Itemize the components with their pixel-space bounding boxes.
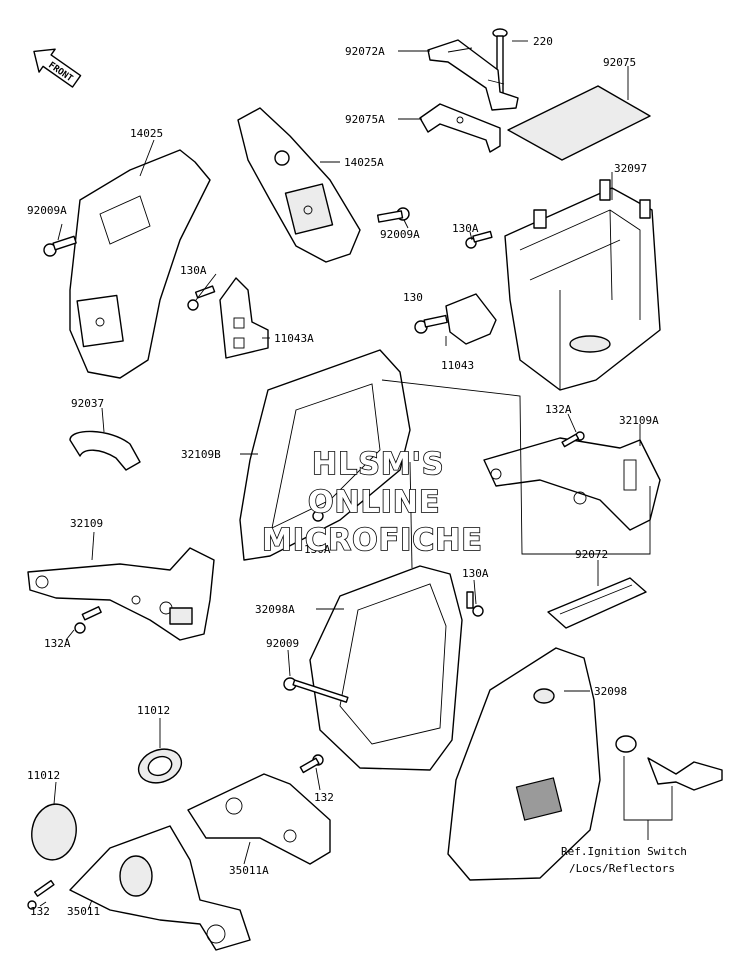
label-132-left: 132 <box>30 905 50 918</box>
battery-tray-32097 <box>504 179 661 391</box>
label-130a-case: 130A <box>462 567 489 580</box>
label-130a-battery: 130A <box>452 222 479 235</box>
label-132a-right: 132A <box>545 403 572 416</box>
watermark-line2: ONLINE <box>308 485 441 520</box>
bracket-35011 <box>69 825 251 951</box>
label-92009: 92009 <box>266 637 299 650</box>
label-130a-bracket: 130A <box>180 264 207 277</box>
cover-14025a <box>237 107 361 263</box>
label-130a-mid: 130A <box>304 543 331 556</box>
watermark-line3: MICROFICHE <box>262 523 483 558</box>
screw-220 <box>492 28 508 97</box>
label-32098: 32098 <box>594 685 627 698</box>
bracket-35011a <box>187 773 331 865</box>
front-arrow-icon: FRONT <box>33 48 82 88</box>
bolt-130 <box>414 314 448 334</box>
pad-92075 <box>507 85 651 161</box>
label-132a-left: 132A <box>44 637 71 650</box>
bolt-92009 <box>283 677 349 703</box>
label-92075: 92075 <box>603 56 636 69</box>
bracket-11043a <box>219 277 269 359</box>
cover-32109b <box>239 349 411 561</box>
label-92009a-right: 92009A <box>380 228 420 241</box>
leader-lines <box>39 40 651 911</box>
bolt-130a-case <box>466 591 484 617</box>
watermark-line1: HLSM'S <box>312 447 444 482</box>
side-cover-32109a <box>483 437 661 531</box>
ref-text-line1: Ref.Ignition Switch <box>561 845 687 858</box>
label-220: 220 <box>533 35 553 48</box>
cover-14025 <box>69 149 211 379</box>
clamp-92037 <box>69 430 141 471</box>
bolt-132-left <box>27 879 55 910</box>
bolt-132a-left <box>74 606 102 634</box>
bolt-130a-battery <box>465 230 493 249</box>
label-11043a: 11043A <box>274 332 314 345</box>
ref-bracket <box>623 756 673 840</box>
side-case-32098 <box>447 647 601 881</box>
bolt-92009a-left <box>43 235 77 257</box>
watermark: HLSM'S ONLINE MICROFICHE <box>261 446 483 559</box>
cap-11012-lower <box>31 803 77 861</box>
strap-92072 <box>547 577 647 629</box>
bolt-132a-right <box>561 431 585 448</box>
label-35011: 35011 <box>67 905 100 918</box>
label-92075a: 92075A <box>345 113 385 126</box>
grommet-11012-upper <box>137 748 183 784</box>
bolt-130a-bracket <box>187 285 216 311</box>
label-35011a: 35011A <box>229 864 269 877</box>
label-32109: 32109 <box>70 517 103 530</box>
side-cover-32109 <box>27 547 215 641</box>
label-92037: 92037 <box>71 397 104 410</box>
label-92009a-left: 92009A <box>27 204 67 217</box>
bolt-130a-mid <box>312 510 324 522</box>
bolt-92009a-right <box>376 207 410 223</box>
label-11012-upper: 11012 <box>137 704 170 717</box>
label-32109b: 32109B <box>181 448 221 461</box>
key-lock-icon <box>615 735 723 791</box>
label-11012-lower: 11012 <box>27 769 60 782</box>
label-130: 130 <box>403 291 423 304</box>
side-case-32098a <box>309 565 463 771</box>
bolt-132-right <box>299 754 324 774</box>
bracket-92072a <box>427 39 519 111</box>
ref-text-line2: /Locs/Reflectors <box>569 862 675 875</box>
label-32098a: 32098A <box>255 603 295 616</box>
label-11043: 11043 <box>441 359 474 372</box>
label-14025a: 14025A <box>344 156 384 169</box>
label-14025: 14025 <box>130 127 163 140</box>
part-labels: 220 92072A 92075 92075A 14025 14025A 320… <box>27 35 687 918</box>
label-32109a: 32109A <box>619 414 659 427</box>
label-132-right: 132 <box>314 791 334 804</box>
label-92072a: 92072A <box>345 45 385 58</box>
label-92072: 92072 <box>575 548 608 561</box>
label-32097: 32097 <box>614 162 647 175</box>
clip-92075a <box>419 103 501 153</box>
bracket-11043 <box>445 293 497 345</box>
